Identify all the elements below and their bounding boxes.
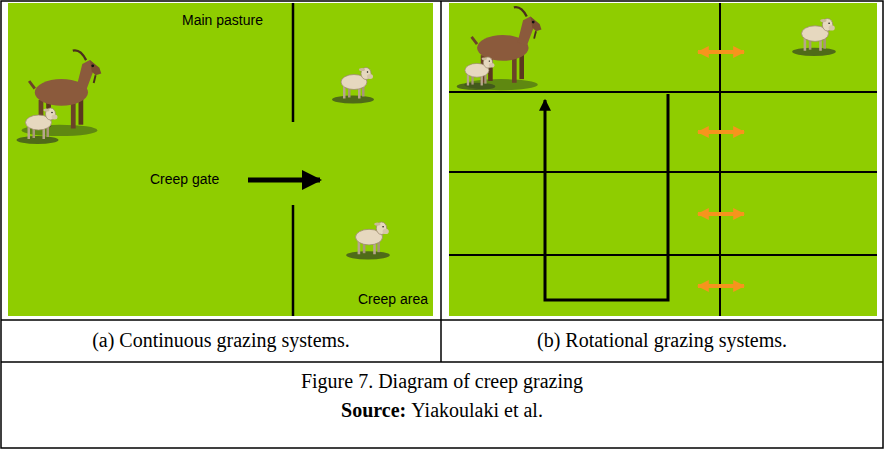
area-label: Main pasture [182, 12, 263, 28]
doe-with-kid [464, 7, 541, 90]
subfigure-caption: (b) Rotational grazing systems. [537, 329, 787, 352]
gate-arrow [248, 178, 320, 183]
pasture-panel [449, 3, 877, 316]
source-text: Yiakoulaki et al. [411, 399, 543, 422]
figure-caption: Figure 7. Diagram of creep grazing [301, 370, 583, 393]
subfigure-caption: (a) Continuous grazing systems. [92, 329, 350, 352]
kid-figure [346, 222, 390, 259]
area-label: Creep area [358, 291, 428, 307]
kid-figure [457, 57, 496, 90]
source-label: Source: [341, 399, 406, 422]
kid-figure [792, 19, 836, 56]
gate-label: Creep gate [150, 171, 219, 187]
creep-fence [292, 3, 295, 316]
creep-passage [698, 52, 744, 286]
kid-figure [17, 108, 59, 144]
paddock-fences [449, 3, 877, 316]
rotation-path [545, 94, 668, 300]
pasture-panel [8, 3, 433, 316]
kid-figure [332, 68, 374, 104]
